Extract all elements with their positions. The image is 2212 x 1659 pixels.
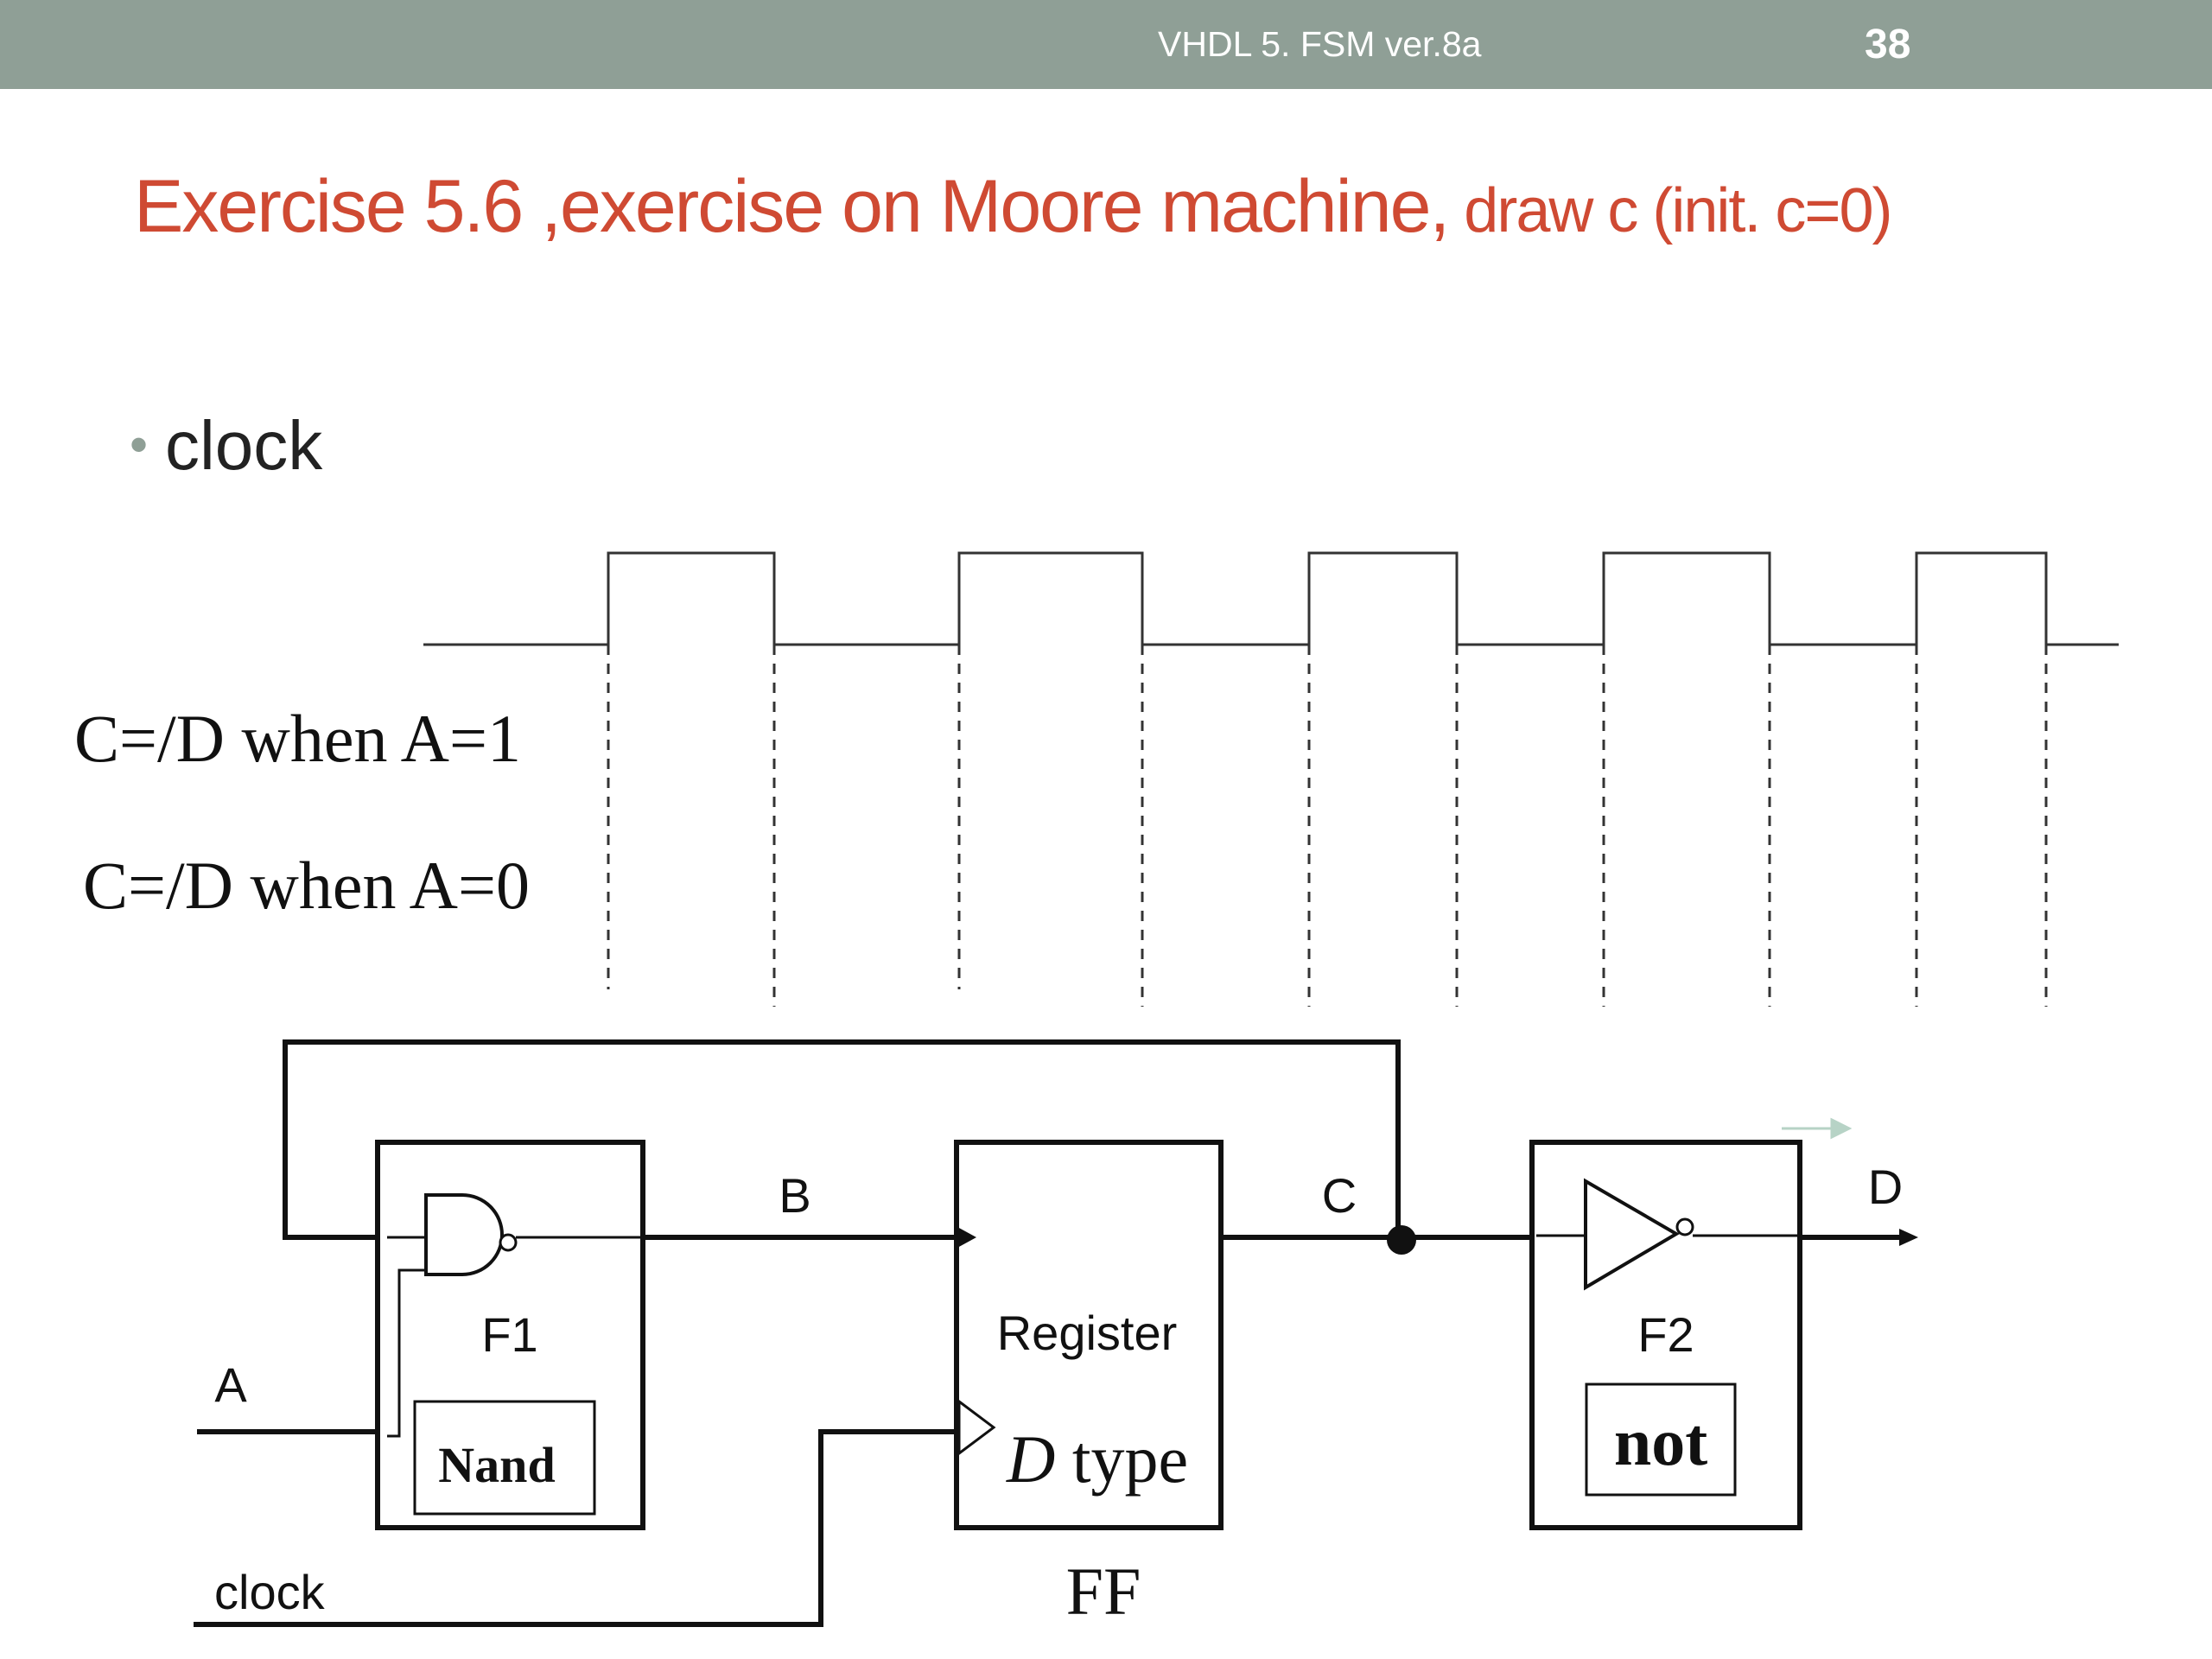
- slide-header-bar: VHDL 5. FSM ver.8a 38: [0, 0, 2212, 89]
- register-label: Register: [997, 1306, 1178, 1360]
- f2-block: [1529, 1140, 1802, 1530]
- faint-arrow-head: [1830, 1117, 1853, 1140]
- register-type-label: D type: [1006, 1421, 1188, 1497]
- nand-gate-icon: [424, 1193, 504, 1276]
- ff-caption: FF: [1066, 1554, 1141, 1629]
- register-block: [954, 1140, 1224, 1530]
- bullet-dot-icon: •: [130, 416, 149, 474]
- not-gate-icon: [1584, 1178, 1680, 1291]
- register-type-word: type: [1055, 1421, 1188, 1497]
- wire-b-arrow-icon: [957, 1227, 976, 1248]
- nand-bubble-icon: [499, 1233, 518, 1252]
- bullet-text: clock: [165, 407, 323, 484]
- slide-number: 38: [1865, 22, 1911, 67]
- slide-title-main: Exercise 5.6 ,exercise on Moore machine,: [134, 165, 1450, 248]
- input-clock-label: clock: [214, 1565, 326, 1619]
- signal-d-label: D: [1868, 1160, 1903, 1214]
- not-bubble-icon: [1675, 1217, 1694, 1236]
- bullet-item: • clock: [130, 406, 322, 486]
- header-title: VHDL 5. FSM ver.8a: [1158, 24, 1482, 64]
- waveform-label-a1: C=/D when A=1: [74, 701, 521, 776]
- register-type-d: D: [1006, 1421, 1055, 1497]
- faint-arrow-icon: [1782, 1117, 1853, 1140]
- junction-dot-icon: [1387, 1225, 1416, 1255]
- wire-d-arrow-icon: [1899, 1229, 1918, 1246]
- not-label-box: [1585, 1382, 1737, 1497]
- nand-label-box: [413, 1400, 596, 1516]
- clock-input-triangle-icon: [957, 1399, 996, 1456]
- nand-label: Nand: [438, 1437, 555, 1493]
- nand-input-2: [387, 1268, 426, 1438]
- signal-c-label: C: [1322, 1168, 1357, 1223]
- f1-label: F1: [481, 1307, 537, 1362]
- input-a-label: A: [214, 1357, 247, 1412]
- clock-edge-guides: [607, 645, 2048, 1007]
- f2-label: F2: [1637, 1307, 1694, 1362]
- feedback-wire: [283, 1039, 1401, 1240]
- signal-b-label: B: [779, 1168, 810, 1223]
- not-label: not: [1614, 1404, 1707, 1479]
- f1-block: [375, 1140, 645, 1530]
- slide-title-tail: draw c (init. c=0): [1448, 176, 1892, 245]
- clock-wire: [194, 1429, 957, 1627]
- waveform-label-a0: C=/D when A=0: [83, 848, 530, 923]
- clock-waveform: [423, 551, 2119, 646]
- slide-title: Exercise 5.6 ,exercise on Moore machine,…: [134, 164, 1892, 250]
